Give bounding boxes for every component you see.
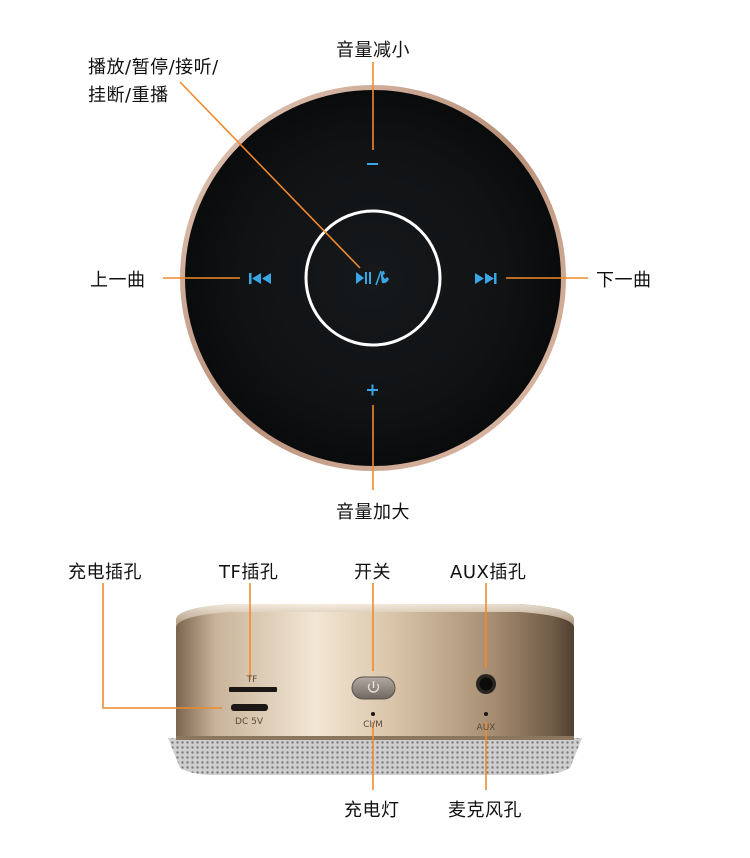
speaker-side-view (168, 604, 582, 775)
charge-led (371, 712, 375, 716)
prev-track-label: 上一曲 (90, 270, 146, 291)
tf-slot-label: TF插孔 (219, 562, 279, 583)
tf-marking: TF (246, 675, 258, 685)
charge-light-label: 充电灯 (344, 800, 400, 821)
microphone-label: 麦克风孔 (448, 800, 522, 821)
aux-port-label: AUX插孔 (450, 562, 527, 583)
dc-marking: DC 5V (235, 717, 264, 727)
next-track-label: 下一曲 (596, 270, 652, 291)
speaker-grille (168, 738, 582, 775)
previous-track-icon[interactable] (249, 273, 271, 284)
center-button-ring[interactable] (304, 209, 442, 347)
power-switch-label: 开关 (354, 562, 391, 583)
volume-down-label: 音量减小 (336, 40, 410, 61)
minus-icon[interactable] (367, 163, 378, 165)
speaker-body (176, 604, 574, 738)
mode-marking: CI/M (363, 720, 383, 730)
play-pause-label-line2: 挂断/重播 (88, 85, 169, 106)
play-pause-phone-icon[interactable] (356, 270, 389, 286)
plus-icon[interactable] (367, 384, 378, 396)
charge-port-label: 充电插孔 (68, 562, 142, 583)
volume-up-label: 音量加大 (336, 502, 410, 523)
power-icon (367, 681, 380, 693)
bottom-leader-lines (102, 583, 487, 790)
top-leader-lines (163, 62, 588, 490)
play-pause-label: 播放/暂停/接听/ 挂断/重播 (88, 54, 219, 110)
grille-seam (176, 736, 574, 740)
leader-play-pause (179, 81, 361, 269)
leader-charge-port (102, 583, 222, 709)
dc-port[interactable] (231, 704, 268, 711)
aux-jack-hole (479, 677, 493, 691)
aux-marking: AUX (477, 723, 496, 733)
microphone-hole (484, 712, 488, 716)
speaker-top-edge (176, 604, 574, 628)
next-track-icon[interactable] (475, 273, 497, 284)
tf-slot[interactable] (229, 687, 277, 692)
play-pause-label-line1: 播放/暂停/接听/ (88, 57, 219, 78)
